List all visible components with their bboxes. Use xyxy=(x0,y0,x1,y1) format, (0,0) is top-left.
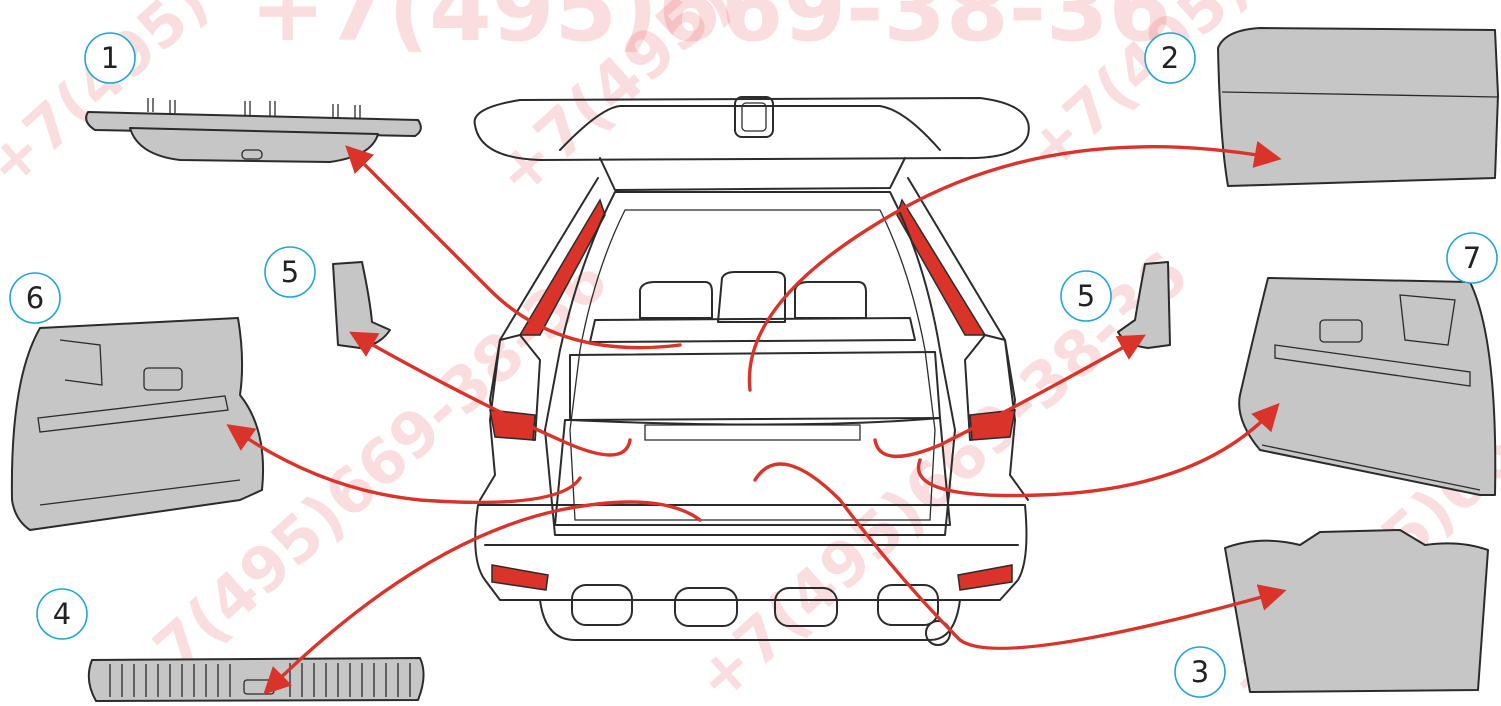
part-6-left-side-trim-icon xyxy=(12,318,263,530)
part-4-sill-scuff-plate-icon xyxy=(89,658,424,701)
callout-label-5-left: 5 xyxy=(281,255,299,289)
callout-badge-4: 4 xyxy=(37,589,87,639)
watermark-text-bottom-center: +7(495)669-38-36 xyxy=(681,237,1201,706)
part-1-cargo-cover-roller-icon xyxy=(86,98,421,162)
callout-badge-6: 6 xyxy=(10,273,60,323)
callout-label-5-right: 5 xyxy=(1077,279,1095,313)
part-3-trunk-floor-panel-icon xyxy=(1225,530,1488,692)
callout-label-4: 4 xyxy=(53,597,71,631)
callout-badge-1: 1 xyxy=(85,33,135,83)
callout-label-1: 1 xyxy=(101,41,119,75)
callout-label-6: 6 xyxy=(26,281,44,315)
callout-badge-3: 3 xyxy=(1175,647,1225,697)
callout-label-7: 7 xyxy=(1463,241,1481,275)
callout-badge-7: 7 xyxy=(1447,233,1497,283)
callout-label-2: 2 xyxy=(1161,41,1179,75)
callout-badge-5-right: 5 xyxy=(1061,271,1111,321)
part-7-right-side-trim-icon xyxy=(1239,278,1495,495)
callout-badge-5-left: 5 xyxy=(265,247,315,297)
part-5-left-pillar-trim-icon xyxy=(333,262,390,348)
part-2-rear-shelf-panel-icon xyxy=(1218,28,1498,186)
callout-badge-2: 2 xyxy=(1145,33,1195,83)
callout-label-3: 3 xyxy=(1191,655,1209,689)
